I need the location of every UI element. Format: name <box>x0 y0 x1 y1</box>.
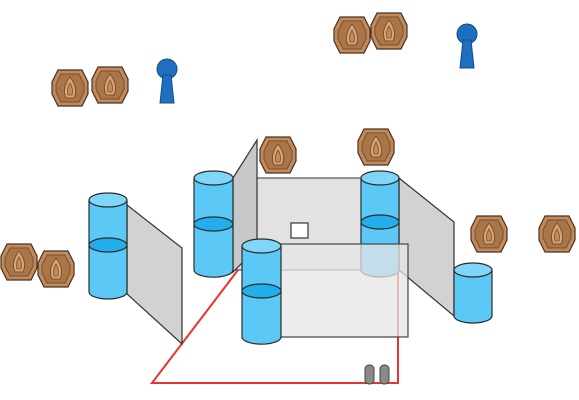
robot-wheels-icon <box>364 364 390 385</box>
hexagonal-seed-token-icon <box>470 215 508 253</box>
front-glass-panel <box>261 243 409 338</box>
hexagonal-seed-token-icon <box>538 215 576 253</box>
hexagonal-seed-token-icon <box>0 243 38 281</box>
square-marker-icon <box>290 222 309 239</box>
center-front-cylinders <box>241 238 282 345</box>
pawn-icon <box>456 23 478 69</box>
center-back-left-cylinders <box>193 170 234 278</box>
left-side-panel <box>126 203 183 346</box>
hexagonal-seed-token-icon <box>91 66 129 104</box>
hexagonal-seed-token-icon <box>333 16 371 54</box>
right-single-cylinder <box>453 262 493 324</box>
hexagonal-seed-token-icon <box>259 136 297 174</box>
hexagonal-seed-token-icon <box>37 250 75 288</box>
hexagonal-seed-token-icon <box>370 12 408 50</box>
hexagonal-seed-token-icon <box>357 128 395 166</box>
left-cylinder-stack <box>88 192 128 300</box>
hexagonal-seed-token-icon <box>51 69 89 107</box>
pawn-icon <box>156 58 178 104</box>
